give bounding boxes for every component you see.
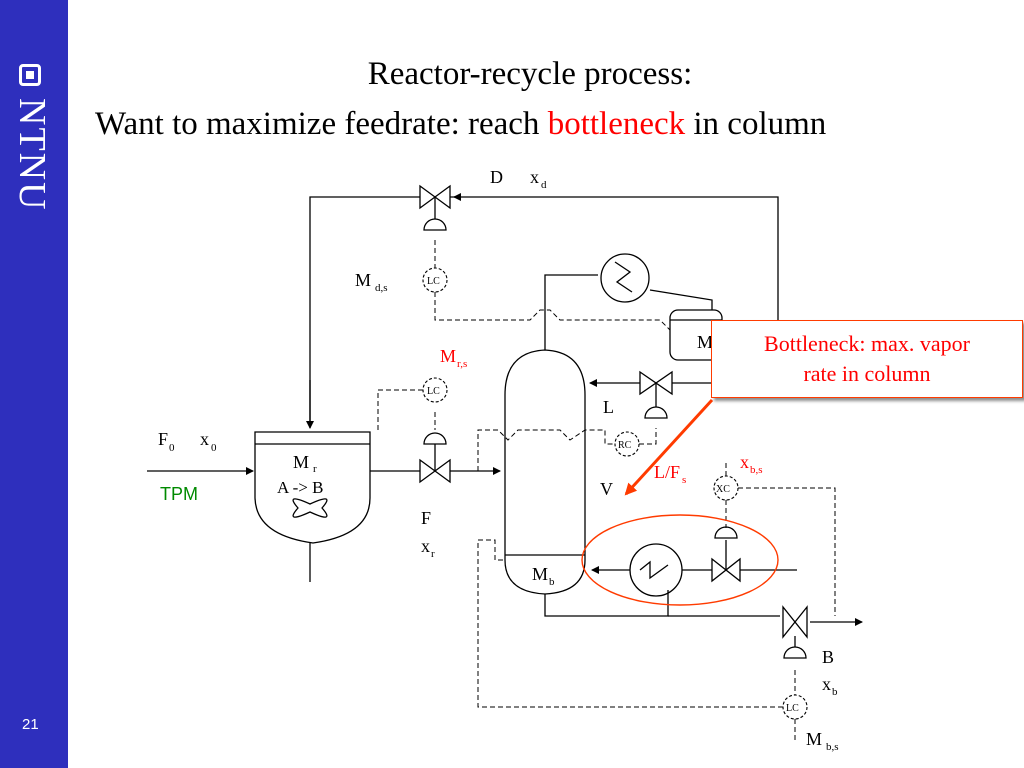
label-Mds-sub: d,s [375,282,388,294]
label-xr-sub: r [431,548,435,560]
title-suffix: in column [685,106,827,142]
reflux-valve-icon [639,370,673,419]
label-RC: RC [618,440,632,451]
steam-valve-icon [711,526,741,583]
label-x0-sub: 0 [211,442,217,454]
title-prefix: Want to maximize feedrate: reach [95,106,548,142]
label-LC2: LC [427,386,440,397]
label-XC: XC [716,484,730,495]
label-reactor-M-sub: r [313,463,317,475]
label-xbs-sub: b,s [750,464,763,476]
reactor-vessel [254,431,371,544]
label-Mbs: M [806,729,822,749]
label-B: B [822,647,834,667]
reboiler-icon [629,543,683,597]
label-L: L [603,397,614,417]
bottleneck-callout: Bottleneck: max. vapor rate in column [711,320,1023,398]
callout-line2: rate in column [803,361,931,386]
distillate-line-right [450,196,779,335]
distillation-column [504,349,586,595]
agitator-icon [292,498,328,518]
label-Mds: M [355,270,371,290]
sidebar: NTNU 21 [0,0,68,768]
label-xd: x [530,167,539,187]
bottoms-valve-icon [782,605,808,659]
tpm-label: TPM [160,484,198,504]
label-reaction: A -> B [277,478,323,497]
label-Mbs-sub: b,s [826,741,839,753]
slide-title-line1: Reactor-recycle process: [367,56,693,92]
label-F: F [421,508,431,528]
label-x0: x [200,429,209,449]
title-highlight: bottleneck [547,106,686,142]
distillate-valve-icon [419,184,451,231]
label-reactor-M: M [293,452,309,472]
label-V: V [600,479,613,499]
label-xb-sub: b [832,686,838,698]
label-LF: L/F [654,462,680,482]
distillate-line [309,196,420,425]
bottleneck-arrow [624,398,714,496]
label-drum-M: M [697,332,713,352]
slide-title-line2: Want to maximize feedrate: reach bottlen… [95,106,826,143]
label-Mb-sub: b [549,576,555,588]
label-xd-sub: d [541,179,547,191]
callout-line1: Bottleneck: max. vapor [764,331,970,356]
label-F0-sub: 0 [169,442,175,454]
label-xb: x [822,674,831,694]
reactor-outlet-valve-icon [419,432,451,484]
label-LF-sub: s [682,474,686,486]
label-Mrs: M [440,346,456,366]
page-number: 21 [22,716,39,733]
label-LC1: LC [427,276,440,287]
bottleneck-highlight [581,514,779,606]
label-LC3: LC [786,703,799,714]
label-D: D [490,167,503,187]
label-Mrs-sub: r,s [457,358,467,370]
label-F0: F [158,429,168,449]
label-Mb: M [532,564,548,584]
label-xr: x [421,536,430,556]
label-xbs: x [740,452,749,472]
condenser-icon [600,253,650,303]
valves [419,184,808,659]
ntnu-logo-icon [19,64,41,86]
